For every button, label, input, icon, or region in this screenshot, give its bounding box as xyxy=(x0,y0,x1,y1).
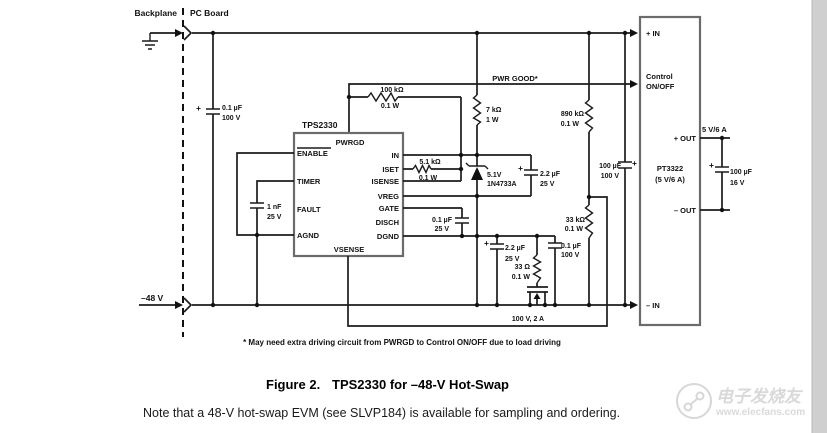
pin-in: IN xyxy=(392,151,400,160)
cap-out-plus: + xyxy=(709,160,714,170)
gate-net: 0.1 µF 25 V xyxy=(403,207,469,236)
output-rating-label: 5 V/6 A xyxy=(702,125,727,134)
schematic-footnote: * May need extra driving circuit from PW… xyxy=(243,338,561,347)
pwr-good-net: PWR GOOD* xyxy=(348,74,638,133)
cap-out-value: 100 µF xyxy=(730,169,753,176)
pin-isense: ISENSE xyxy=(371,177,399,186)
resistor-supply-7k: 7 kΩ 1 W xyxy=(472,33,502,166)
cap-input: + 0.1 µF 100 V xyxy=(196,33,243,305)
pt3322-block: + IN Control ON/OFF – IN PT3322 (5 V/6 A… xyxy=(638,15,702,327)
pt-pin-pos-in: + IN xyxy=(646,29,660,38)
cap-sense-value: 0.1 µF xyxy=(561,243,582,250)
mosfet-icon: 100 V, 2 A xyxy=(512,286,548,323)
pt-pin-neg-in: – IN xyxy=(646,301,660,310)
tps2330-title: TPS2330 xyxy=(302,120,338,130)
resistor-sense-top-value: 890 kΩ xyxy=(561,111,585,118)
vreg-net: + 2.2 µF 25 V xyxy=(403,155,561,197)
pin-disch: DISCH xyxy=(376,218,399,227)
pin-timer: TIMER xyxy=(297,177,321,186)
pin-vsense: VSENSE xyxy=(334,245,364,254)
zener-diode-icon: 5.1V 1N4733A xyxy=(465,162,517,305)
tps2330-block: TPS2330 PWRGD ENABLE TIMER FAULT AGND IN… xyxy=(292,120,405,258)
watermark: 电子发烧友 www.elecfans.com xyxy=(676,383,805,419)
cap-input-value: 0.1 µF xyxy=(222,105,243,112)
backplane-label: Backplane xyxy=(134,8,177,18)
cap-input-rating: 100 V xyxy=(222,115,241,122)
cap-timer-rating: 25 V xyxy=(267,214,282,221)
pt-pin-ctrl-line2: ON/OFF xyxy=(646,82,675,91)
cap-sense-rating: 100 V xyxy=(561,252,580,259)
watermark-url-text: www.elecfans.com xyxy=(715,407,805,418)
pin-gate: GATE xyxy=(379,204,399,213)
pt-pin-pos-out: + OUT xyxy=(674,134,697,143)
cap-gate-rating: 25 V xyxy=(435,226,450,233)
cap-vreg-value: 2.2 µF xyxy=(540,171,561,178)
resistor-sense-bottom-value: 33 kΩ xyxy=(566,217,586,224)
resistor-pullup-value: 100 kΩ xyxy=(380,87,404,94)
resistor-supply-value: 7 kΩ xyxy=(486,107,502,114)
resistor-sense-bottom-rating: 0.1 W xyxy=(565,226,584,233)
rails xyxy=(192,29,638,309)
pin-enable: ENABLE xyxy=(297,149,328,158)
cap-timer-value: 1 nF xyxy=(267,204,282,211)
figure-caption-title: TPS2330 for –48-V Hot-Swap xyxy=(332,377,509,392)
resistor-iset-rating: 0.1 W xyxy=(419,175,438,182)
cap-bulk-value: 100 µF xyxy=(599,163,622,170)
figure-caption: Figure 2. TPS2330 for –48-V Hot-Swap xyxy=(266,377,509,392)
cap-gate-value: 0.1 µF xyxy=(432,217,453,224)
pin-agnd: AGND xyxy=(297,231,320,240)
cap-out-rating: 16 V xyxy=(730,180,745,187)
resistor-supply-rating: 1 W xyxy=(486,117,499,124)
resistor-iset-value: 5.1 kΩ xyxy=(419,159,441,166)
timer-agnd-net: 1 nF 25 V xyxy=(236,152,294,305)
resistor-sense-top-890k: 890 kΩ 0.1 W xyxy=(561,33,594,203)
cap-input-plus: + xyxy=(196,103,201,113)
cap-dgnd-plus: + xyxy=(484,238,489,248)
cap-dgnd-value: 2.2 µF xyxy=(505,245,526,252)
dgnd-net: + 2.2 µF 25 V 33 Ω 0.1 W 0.1 µF 100 V xyxy=(403,235,582,305)
zener-value: 5.1V xyxy=(487,172,502,179)
pin-pwrgd: PWRGD xyxy=(336,138,365,147)
mosfet-rating-label: 100 V, 2 A xyxy=(512,316,544,323)
resistor-pullup-rating: 0.1 W xyxy=(381,103,400,110)
junction-dots xyxy=(210,30,725,308)
output-net: + 100 µF 16 V 5 V/6 A xyxy=(700,125,753,211)
resistor-sense-bottom-33k: 33 kΩ 0.1 W xyxy=(565,203,594,305)
body-note-text: Note that a 48-V hot-swap EVM (see SLVP1… xyxy=(143,406,620,420)
cap-bulk-rating: 100 V xyxy=(601,173,620,180)
in-net: 5.1 kΩ 0.1 W xyxy=(403,154,531,182)
cap-bulk-100uf: + 100 µF 100 V xyxy=(599,33,637,305)
backplane-connector-top-icon xyxy=(150,25,193,41)
vsense-net xyxy=(347,196,608,327)
pwr-good-label: PWR GOOD* xyxy=(492,74,537,83)
zener-part: 1N4733A xyxy=(487,181,517,188)
neg48-label: –48 V xyxy=(141,293,164,303)
pc-board-label: PC Board xyxy=(190,8,229,18)
resistor-gate-rating: 0.1 W xyxy=(512,274,531,281)
pt-rating: (5 V/6 A) xyxy=(655,175,685,184)
pt-pin-neg-out: – OUT xyxy=(674,206,697,215)
figure-caption-label: Figure 2. xyxy=(266,377,320,392)
pt-name: PT3322 xyxy=(657,164,683,173)
cap-vreg-plus: + xyxy=(518,163,523,173)
backplane-connector-bottom-icon: –48 V xyxy=(139,293,193,313)
pin-iset: ISET xyxy=(382,165,399,174)
cap-bulk-plus: + xyxy=(632,158,637,168)
ground-symbol-icon xyxy=(142,33,158,50)
pin-vreg: VREG xyxy=(378,192,399,201)
watermark-logo-icon xyxy=(676,383,712,419)
cap-vreg-rating: 25 V xyxy=(540,181,555,188)
cap-dgnd-rating: 25 V xyxy=(505,256,520,263)
page-edge-strip xyxy=(812,0,827,433)
resistor-gate-value: 33 Ω xyxy=(515,264,531,271)
pin-dgnd: DGND xyxy=(377,232,400,241)
resistor-sense-top-rating: 0.1 W xyxy=(561,121,580,128)
backplane-separator: Backplane PC Board xyxy=(134,8,229,337)
pt-pin-ctrl-line1: Control xyxy=(646,72,673,81)
pin-fault: FAULT xyxy=(297,205,321,214)
watermark-cn-text: 电子发烧友 xyxy=(716,387,804,406)
